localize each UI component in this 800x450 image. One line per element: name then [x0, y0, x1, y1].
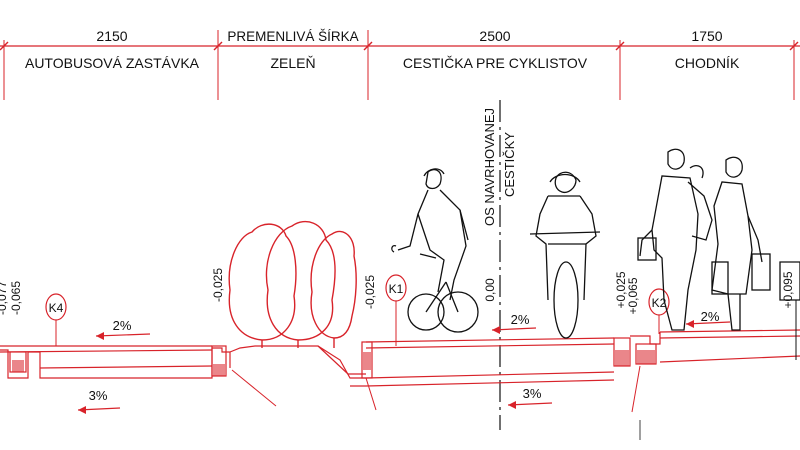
level-far-right: +0,095: [781, 271, 795, 308]
slope-arrows: [77, 320, 731, 414]
cycle-path-label: CESTIČKA PRE CYKLISTOV: [403, 55, 588, 71]
cyclist-front-icon: [391, 168, 479, 333]
level-green-left: -0,025: [211, 268, 225, 302]
axis-label-line2: CESTIČKY: [502, 132, 517, 197]
cyclist-back-icon: [529, 171, 601, 339]
sidewalk-width-label: 1750: [691, 28, 722, 44]
axis-level-label: 0,00: [483, 278, 497, 302]
slope-cycle-top: 2%: [511, 312, 530, 327]
curb-k2-label: K2: [652, 296, 667, 310]
cycle-path-width-label: 2500: [479, 28, 510, 44]
green-label: ZELEŇ: [270, 55, 315, 71]
green-width-label: PREMENLIVÁ ŠÍRKA: [227, 29, 358, 44]
bus-stop-label: AUTOBUSOVÁ ZASTÁVKA: [25, 55, 200, 71]
axis-label-line1: OS NAVRHOVANEJ: [482, 108, 497, 226]
slope-sidewalk-top: 2%: [701, 309, 720, 324]
slope-bus-stop-top: 2%: [113, 318, 132, 333]
pavement-section: [0, 300, 800, 440]
curb-marker-k4: [45, 293, 67, 346]
slope-cycle-bottom: 3%: [523, 386, 542, 401]
curb-marker-k1: [385, 274, 407, 346]
slope-bus-stop-bottom: 3%: [89, 388, 108, 403]
level-cycle-left: -0,025: [363, 275, 377, 309]
level-left-a: -0,077: [0, 281, 9, 315]
bus-stop-width-label: 2150: [96, 28, 127, 44]
curb-k4-label: K4: [49, 301, 64, 315]
level-right-a: +0,025: [614, 271, 628, 308]
pedestrians-icon: [637, 148, 800, 331]
trees-icon: [228, 221, 357, 348]
curb-marker-k2: [648, 288, 670, 334]
level-right-b: +0,065: [626, 277, 640, 314]
level-left-b: -0,065: [9, 281, 23, 315]
dimension-line: [0, 30, 800, 100]
sidewalk-label: CHODNÍK: [675, 55, 740, 71]
curb-k1-label: K1: [389, 282, 404, 296]
